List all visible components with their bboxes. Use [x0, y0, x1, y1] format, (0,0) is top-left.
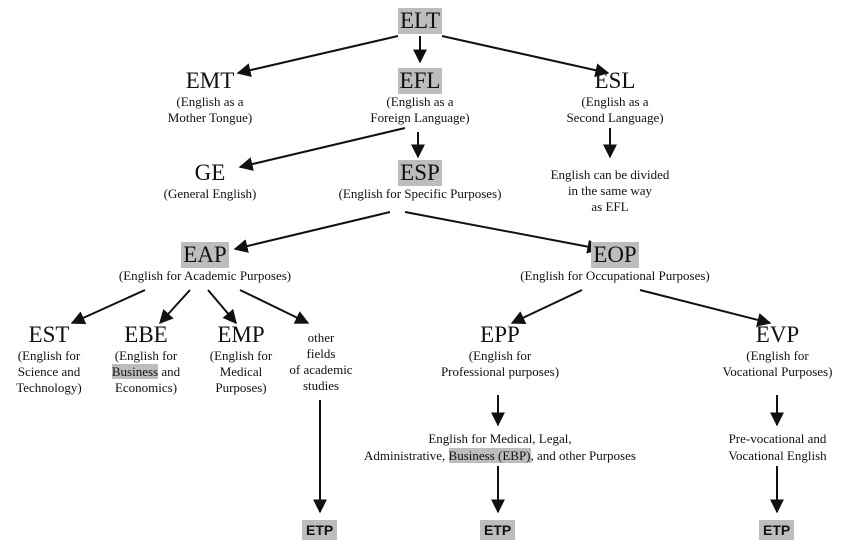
epp-label: EPP — [480, 322, 520, 347]
node-esl: ESL (English as a Second Language) — [545, 68, 685, 126]
emt-label: EMT — [185, 68, 235, 93]
node-ebe: EBE (English for Business and Economics) — [98, 322, 194, 396]
est-label: EST — [28, 322, 70, 347]
epp-detail-1: English for Medical, Legal, — [428, 431, 572, 446]
esl-note-1: English can be divided — [550, 167, 670, 182]
evp-label: EVP — [755, 322, 800, 347]
est-desc-2: Science and — [17, 364, 81, 379]
est-desc-1: (English for — [17, 348, 81, 363]
esl-label: ESL — [594, 68, 636, 93]
esl-desc-1: (English as a — [581, 94, 649, 109]
efl-desc-1: (English as a — [386, 94, 454, 109]
node-eap: EAP (English for Academic Purposes) — [95, 242, 315, 284]
arrow-eap-ebe — [159, 289, 191, 325]
etp-box-professional: ETP — [480, 520, 516, 540]
node-ge: GE (General English) — [140, 160, 280, 202]
epp-detail-2-post: , and other Purposes — [530, 448, 636, 463]
evp-desc-1: (English for — [746, 348, 809, 363]
emp-desc-1: (English for — [209, 348, 273, 363]
etp-box-vocational: ETP — [759, 520, 795, 540]
ebe-desc-3: Economics) — [114, 380, 178, 395]
epp-detail-2: Administrative, Business (EBP), and othe… — [340, 447, 660, 464]
esl-note-2: in the same way — [567, 183, 653, 198]
arrow-eap-other — [239, 289, 310, 324]
eop-label: EOP — [591, 242, 639, 268]
node-emp: EMP (English for Medical Purposes) — [196, 322, 286, 396]
arrow-elt-esl — [441, 35, 610, 78]
arrow-esp-eop — [404, 211, 602, 254]
ge-label: GE — [194, 160, 226, 185]
other-4: studies — [302, 378, 340, 393]
esl-note: English can be divided in the same way a… — [530, 167, 690, 215]
evp-detail-1: Pre-vocational and — [728, 431, 827, 446]
ebe-business-highlight: Business — [111, 364, 159, 379]
arrow-eop-evp — [639, 289, 772, 327]
node-eop: EOP (English for Occupational Purposes) — [495, 242, 735, 284]
arrow-eap-est — [70, 289, 146, 325]
emt-desc-2: Mother Tongue) — [167, 110, 253, 125]
ebe-label: EBE — [124, 322, 168, 347]
node-evp: EVP (English for Vocational Purposes) — [705, 322, 850, 380]
eap-label: EAP — [181, 242, 229, 268]
esl-desc-2: Second Language) — [566, 110, 664, 125]
other-2: fields — [306, 346, 336, 361]
node-efl: EFL (English as a Foreign Language) — [350, 68, 490, 126]
ebe-desc-2: Business and — [98, 364, 194, 380]
esp-desc-1: (English for Specific Purposes) — [338, 186, 502, 201]
epp-detail-2-pre: Administrative, — [364, 448, 449, 463]
node-elt: ELT — [370, 8, 470, 34]
eap-desc-1: (English for Academic Purposes) — [118, 268, 292, 283]
ebp-highlight: Business (EBP) — [448, 448, 531, 463]
node-epp: EPP (English for Professional purposes) — [420, 322, 580, 380]
ebe-desc-2-rest: and — [158, 364, 181, 379]
efl-desc-2: Foreign Language) — [370, 110, 470, 125]
epp-detail: English for Medical, Legal, Administrati… — [340, 430, 660, 464]
emp-desc-3: Purposes) — [215, 380, 267, 395]
emt-desc-1: (English as a — [176, 94, 244, 109]
evp-desc-2: Vocational Purposes) — [722, 364, 833, 379]
efl-label: EFL — [397, 68, 443, 94]
node-est: EST (English for Science and Technology) — [2, 322, 96, 396]
arrow-eap-emp — [207, 289, 237, 325]
ebe-desc-1: (English for — [114, 348, 178, 363]
arrow-elt-emt — [236, 35, 399, 77]
other-1: other — [307, 330, 335, 345]
emp-desc-2: Medical — [219, 364, 263, 379]
epp-desc-2: Professional purposes) — [440, 364, 560, 379]
est-desc-3: Technology) — [16, 380, 82, 395]
epp-desc-1: (English for — [468, 348, 532, 363]
evp-detail: Pre-vocational and Vocational English — [705, 430, 850, 464]
esp-label: ESP — [398, 160, 442, 186]
arrow-efl-ge — [238, 127, 406, 171]
other-3: of academic — [289, 362, 353, 377]
esl-note-3: as EFL — [591, 199, 629, 214]
arrow-eop-epp — [510, 289, 583, 324]
etp-box-academic: ETP — [302, 520, 338, 540]
evp-detail-2: Vocational English — [728, 448, 827, 463]
node-other-fields: other fields of academic studies — [280, 330, 362, 394]
node-esp: ESP (English for Specific Purposes) — [310, 160, 530, 202]
ge-desc-1: (General English) — [163, 186, 257, 201]
emp-label: EMP — [217, 322, 265, 347]
elt-label: ELT — [397, 8, 443, 34]
arrow-esp-eap — [233, 211, 391, 253]
eop-desc-1: (English for Occupational Purposes) — [520, 268, 710, 283]
node-emt: EMT (English as a Mother Tongue) — [140, 68, 280, 126]
